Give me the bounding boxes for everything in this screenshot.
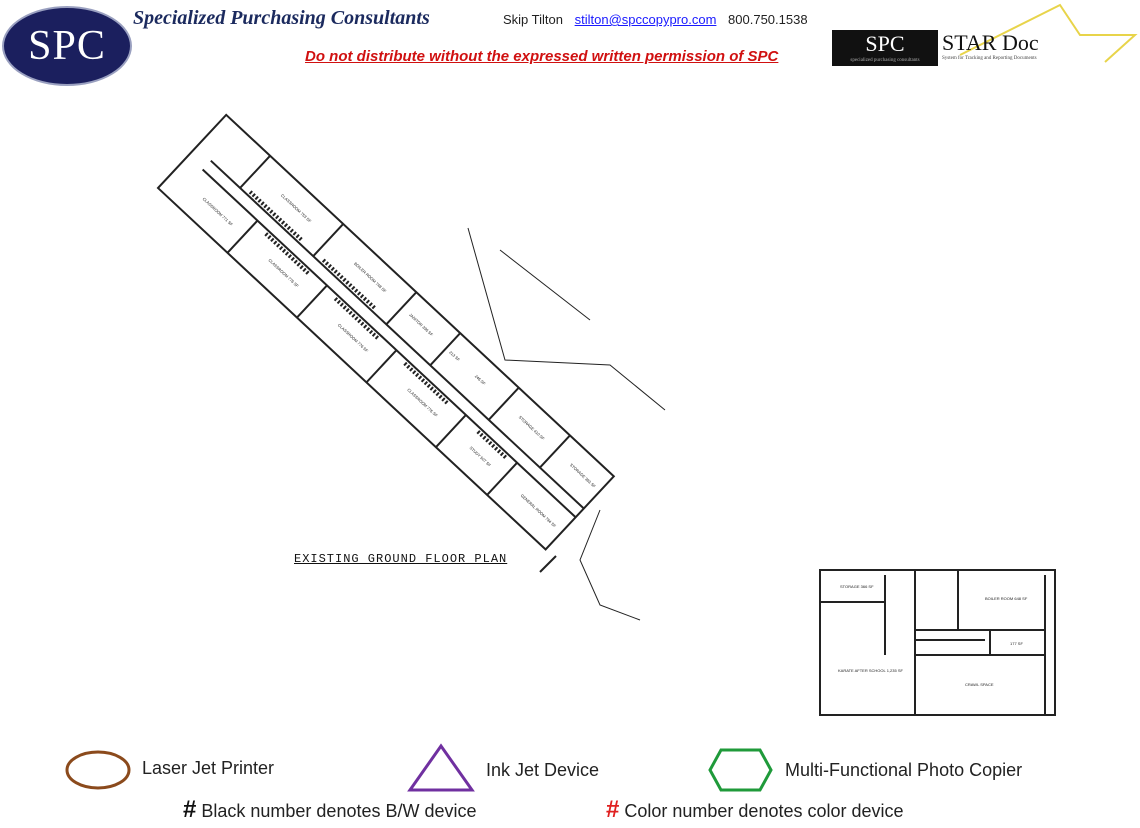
legend-color-note: # Color number denotes color device [606, 796, 904, 824]
legend-bw-note: # Black number denotes B/W device [183, 796, 477, 824]
room-label: GENERAL ROOM 794 SF [520, 493, 558, 529]
mfp-hexagon-icon [708, 748, 773, 792]
room-label: CLASSROOM 771 SF [202, 196, 235, 227]
star-logo-sub-right: System for Tracking and Reporting Docume… [942, 56, 1037, 61]
legend-mfp-label: Multi-Functional Photo Copier [785, 760, 1023, 780]
contact-name: Skip Tilton [503, 12, 563, 27]
contact-info: Skip Tilton stilton@spccopypro.com 800.7… [503, 12, 808, 27]
lower-room-label: CRAWL SPACE [965, 682, 994, 687]
room-label: JANITOR 336 SF [408, 312, 435, 337]
room-label: STORAGE 393 SF [569, 462, 597, 489]
plan-title: EXISTING GROUND FLOOR PLAN [294, 552, 508, 566]
legend-inkjet-label: Ink Jet Device [486, 760, 600, 780]
star-doc-logo: SPC specialized purchasing consultants S… [830, 0, 1140, 70]
red-hash-icon: # [606, 796, 620, 823]
star-logo-right: STAR Doc [942, 30, 1039, 55]
company-name: Specialized Purchasing Consultants [133, 7, 430, 29]
inkjet-triangle-icon [407, 743, 475, 792]
logo-text: SPC [28, 23, 106, 69]
room-label: 213 SF [448, 350, 461, 363]
legend-laser-label: Laser Jet Printer [142, 758, 275, 778]
laser-printer-icon [65, 750, 131, 790]
contact-phone: 800.750.1538 [728, 12, 808, 27]
black-hash-icon: # [183, 796, 197, 823]
room-label: STORAGE 410 SF [518, 414, 546, 441]
lower-room-label: 177 SF [1010, 641, 1023, 646]
legend-bw-text: Black number denotes B/W device [201, 801, 477, 821]
room-label: STUDY 507 SF [469, 445, 493, 468]
star-outline-icon [959, 3, 1138, 63]
legend-color-text: Color number denotes color device [624, 801, 904, 821]
lower-room-label: BOILER ROOM 648 SF [985, 596, 1028, 601]
star-logo-left: SPC [865, 31, 905, 56]
lower-room-label: STORAGE 366 SF [840, 584, 874, 589]
lower-room-label: KARATE AFTER SCHOOL 1,235 SF [838, 668, 903, 673]
star-logo-sub-left: specialized purchasing consultants [850, 58, 920, 63]
room-label: BOILER ROOM 748 SF [353, 261, 388, 294]
room-label: CLASSROOM 753 SF [280, 193, 313, 224]
distribution-warning: Do not distribute without the expressed … [305, 48, 779, 65]
spc-logo: SPC [2, 6, 132, 86]
contact-email-link[interactable]: stilton@spccopypro.com [574, 12, 717, 27]
room-label: 246 SF [474, 374, 487, 387]
